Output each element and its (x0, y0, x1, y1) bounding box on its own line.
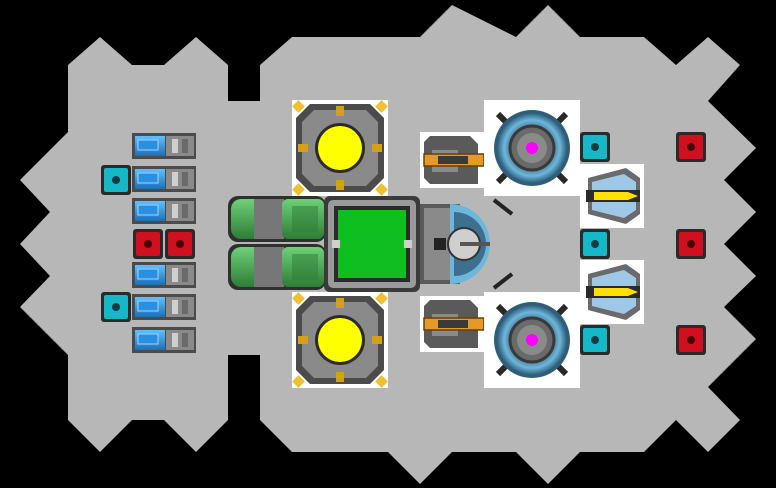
red-block[interactable] (165, 229, 195, 259)
cyan-block[interactable] (101, 165, 131, 195)
yellow-reactor[interactable] (292, 292, 388, 388)
battery-module[interactable] (132, 262, 196, 288)
missile-launcher[interactable] (580, 164, 644, 228)
red-block[interactable] (676, 325, 706, 355)
blue-reactor[interactable] (484, 292, 580, 388)
gun-turret[interactable] (420, 296, 485, 352)
cyan-block[interactable] (580, 325, 610, 355)
cyan-block[interactable] (580, 229, 610, 259)
main-cannon[interactable] (420, 198, 514, 290)
battery-module[interactable] (132, 133, 196, 159)
engine-module[interactable] (228, 196, 326, 242)
battery-module[interactable] (132, 327, 196, 353)
battery-module[interactable] (132, 294, 196, 320)
battery-module[interactable] (132, 166, 196, 192)
command-core[interactable] (324, 196, 420, 292)
cyan-block[interactable] (580, 132, 610, 162)
gun-turret[interactable] (420, 132, 485, 188)
cyan-block[interactable] (101, 292, 131, 322)
blue-reactor[interactable] (484, 100, 580, 196)
engine-module[interactable] (228, 244, 326, 290)
yellow-reactor[interactable] (292, 100, 388, 196)
battery-module[interactable] (132, 198, 196, 224)
red-block[interactable] (133, 229, 163, 259)
red-block[interactable] (676, 132, 706, 162)
battery-column (132, 133, 196, 353)
red-block[interactable] (676, 229, 706, 259)
missile-launcher[interactable] (580, 260, 644, 324)
